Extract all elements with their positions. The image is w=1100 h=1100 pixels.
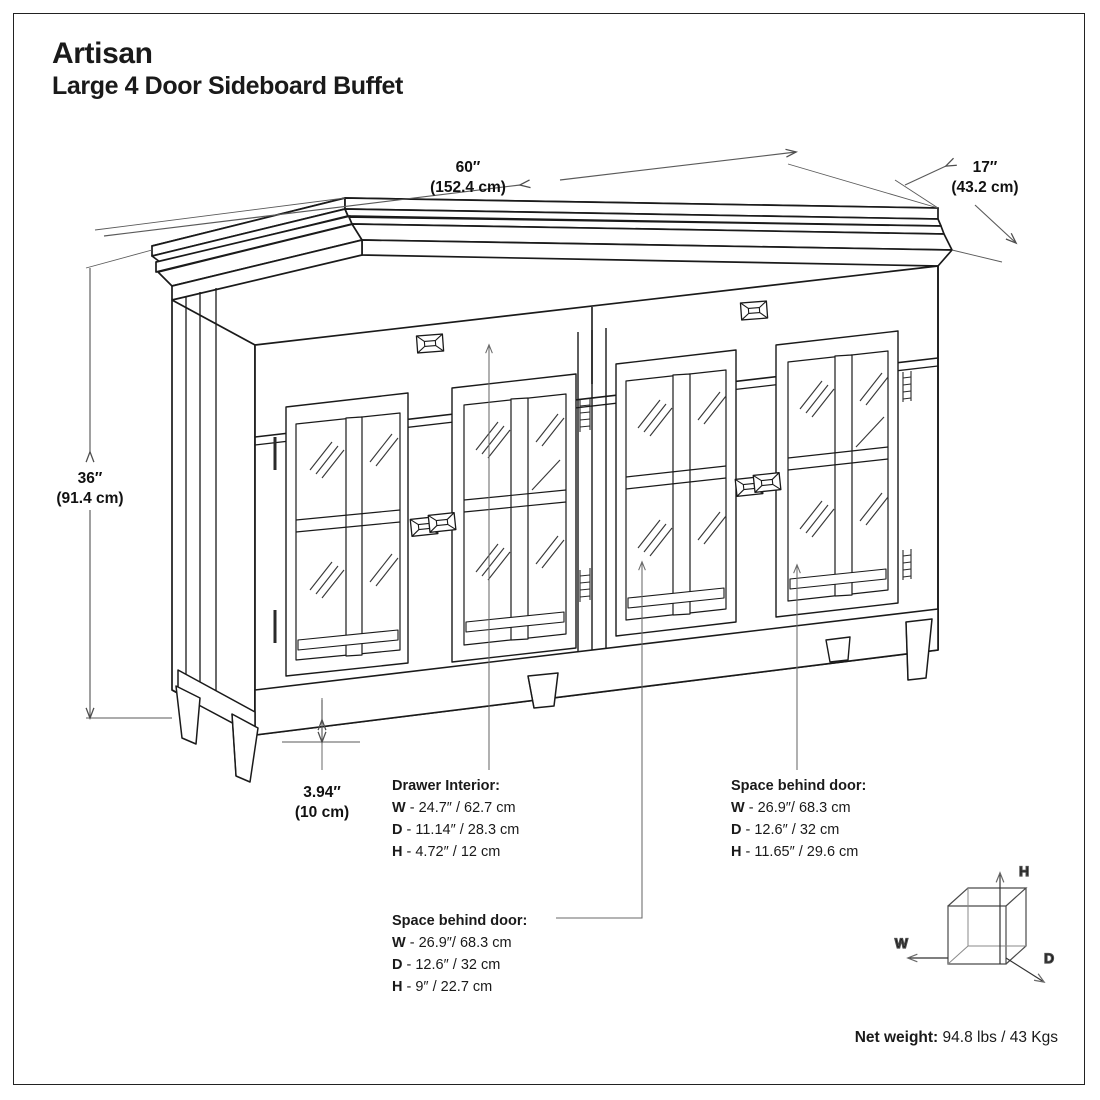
callout-key: W bbox=[731, 800, 745, 817]
drawer-handle-right[interactable] bbox=[739, 300, 769, 321]
callout-key: D bbox=[392, 822, 403, 839]
callout-space-behind-door-right: Space behind door: W - 26.9″/ 68.3 cm D … bbox=[731, 775, 866, 863]
width-metric: (152.4 cm) bbox=[430, 179, 506, 196]
case-carcass bbox=[171, 265, 939, 736]
leg-front-left bbox=[231, 713, 259, 783]
net-weight-label: Net weight: bbox=[854, 1029, 939, 1046]
legend-label-h: H bbox=[1019, 863, 1029, 879]
callout-key: W bbox=[392, 935, 406, 952]
callout-value: - 26.9″/ 68.3 cm bbox=[748, 800, 851, 817]
callout-value: - 12.6″ / 32 cm bbox=[406, 957, 501, 974]
dim-depth bbox=[894, 166, 1016, 263]
drawer-handle-left[interactable] bbox=[415, 333, 445, 354]
glass-reflection bbox=[799, 372, 889, 538]
dim-clearance bbox=[282, 698, 360, 770]
callout-value: - 11.14″ / 28.3 cm bbox=[406, 822, 520, 839]
callout-key: H bbox=[392, 844, 403, 861]
callout-title: Space behind door: bbox=[392, 913, 528, 929]
callout-space-behind-door-left: Space behind door: W - 26.9″/ 68.3 cm D … bbox=[392, 910, 527, 998]
cabinet-body bbox=[151, 197, 953, 783]
callout-value: - 24.7″ / 62.7 cm bbox=[409, 800, 516, 817]
center-stile bbox=[577, 328, 607, 660]
depth-metric: (43.2 cm) bbox=[951, 179, 1018, 196]
callout-key: W bbox=[392, 800, 406, 817]
leader-lines bbox=[485, 343, 801, 919]
legend-label-d: D bbox=[1044, 950, 1054, 966]
leg-front-right bbox=[905, 618, 933, 681]
glass-reflection bbox=[637, 391, 727, 557]
callout-key: H bbox=[392, 979, 403, 996]
height-imperial: 36″ bbox=[78, 470, 103, 487]
product-model-name: Large 4 Door Sideboard Buffet bbox=[52, 72, 403, 101]
dim-width bbox=[94, 152, 939, 237]
callout-value: - 11.65″ / 29.6 cm bbox=[745, 844, 859, 861]
glass-reflection bbox=[309, 433, 399, 599]
leg-center-foot bbox=[527, 672, 559, 709]
hinge-right-lower bbox=[902, 549, 912, 580]
title-block: Artisan Large 4 Door Sideboard Buffet bbox=[52, 37, 403, 104]
callout-value: - 12.6″ / 32 cm bbox=[745, 822, 840, 839]
leg-back-right bbox=[825, 636, 851, 663]
dimension-lines bbox=[86, 152, 1016, 770]
product-brand: Artisan bbox=[52, 37, 153, 70]
leg-back-left bbox=[175, 685, 201, 745]
door-handle-2[interactable] bbox=[427, 511, 457, 534]
door-4[interactable] bbox=[775, 330, 899, 618]
hinge-lower bbox=[579, 568, 591, 602]
hinge-upper bbox=[579, 398, 591, 432]
table-top bbox=[151, 197, 953, 301]
callout-key: D bbox=[392, 957, 403, 974]
callout-drawer-interior: Drawer Interior: W - 24.7″ / 62.7 cm D -… bbox=[392, 775, 519, 863]
callout-value: - 4.72″ / 12 cm bbox=[406, 844, 501, 861]
dim-height bbox=[86, 249, 172, 718]
width-imperial: 60″ bbox=[456, 159, 481, 176]
callout-title: Space behind door: bbox=[731, 778, 867, 794]
height-metric: (91.4 cm) bbox=[56, 490, 123, 507]
clearance-imperial: 3.94″ bbox=[303, 784, 341, 801]
net-weight: Net weight: 94.8 lbs / 43 Kgs bbox=[855, 1029, 1058, 1047]
clearance-metric: (10 cm) bbox=[295, 804, 349, 821]
door-1[interactable] bbox=[285, 392, 409, 677]
page-border bbox=[13, 13, 1085, 1085]
callout-value: - 26.9″/ 68.3 cm bbox=[409, 935, 512, 952]
depth-imperial: 17″ bbox=[973, 159, 998, 176]
hinge-right-upper bbox=[902, 371, 912, 402]
legend-label-w: W bbox=[895, 935, 909, 951]
callout-key: D bbox=[731, 822, 742, 839]
leader-space-left bbox=[556, 560, 646, 919]
net-weight-value: 94.8 lbs / 43 Kgs bbox=[942, 1029, 1058, 1046]
callout-title: Drawer Interior: bbox=[392, 778, 500, 794]
callout-key: H bbox=[731, 844, 742, 861]
door-2[interactable] bbox=[451, 373, 577, 663]
callout-value: - 9″ / 22.7 cm bbox=[406, 979, 493, 996]
door-3[interactable] bbox=[615, 349, 737, 637]
dimension-labels: 60″ (152.4 cm) 17″ (43.2 cm) 36″ (91.4 c… bbox=[56, 159, 1018, 821]
glass-reflection bbox=[475, 413, 565, 581]
door-handle-4[interactable] bbox=[752, 471, 782, 494]
dimension-legend-cube: H W D bbox=[894, 862, 1055, 983]
left-corner-post bbox=[185, 288, 217, 714]
